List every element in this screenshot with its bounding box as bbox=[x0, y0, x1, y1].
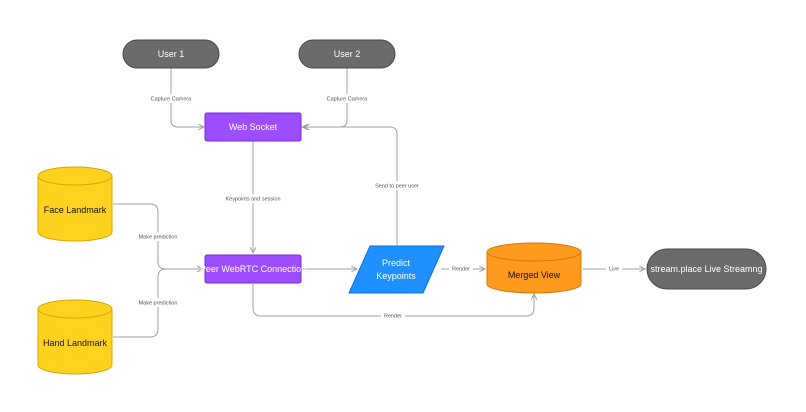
node-predict-label-line2: Keypoints bbox=[376, 271, 416, 281]
edge-label-make-prediction-face: Make prediction bbox=[139, 235, 178, 241]
node-stream-place[interactable]: stream.place Live Streamng bbox=[646, 248, 767, 290]
node-user-2[interactable]: User 2 bbox=[298, 39, 396, 69]
node-merged-view-label: Merged View bbox=[508, 270, 561, 280]
node-hand-landmark[interactable]: Hand Landmark bbox=[37, 299, 113, 375]
edge-label-make-prediction-hand: Make prediction bbox=[139, 301, 178, 307]
node-predict-keypoints[interactable]: Predict Keypoints bbox=[348, 245, 445, 294]
node-peer-webrtc-label: Peer WebRTC Connection bbox=[200, 264, 306, 274]
node-web-socket[interactable]: Web Socket bbox=[204, 112, 302, 142]
edge-label-live: Live bbox=[609, 267, 619, 273]
edge-label-capture-camera-2: Capture Camera bbox=[327, 97, 369, 103]
edges bbox=[113, 67, 645, 338]
node-web-socket-label: Web Socket bbox=[229, 122, 278, 132]
edge-label-render-bottom: Render bbox=[384, 314, 402, 320]
edge-label-send-to-peer: Send to peer user bbox=[375, 184, 419, 190]
node-face-landmark[interactable]: Face Landmark bbox=[37, 166, 113, 242]
node-face-landmark-label: Face Landmark bbox=[44, 205, 107, 215]
node-predict-label-line1: Predict bbox=[382, 258, 411, 268]
node-merged-view[interactable]: Merged View bbox=[486, 242, 582, 294]
node-user-1[interactable]: User 1 bbox=[122, 39, 220, 69]
node-user-1-label: User 1 bbox=[158, 49, 185, 59]
node-peer-webrtc[interactable]: Peer WebRTC Connection bbox=[200, 254, 306, 284]
edge-label-render-predict: Render bbox=[452, 267, 470, 273]
edge-label-keypoints-session: Keypoints and session bbox=[225, 197, 280, 203]
node-user-2-label: User 2 bbox=[334, 49, 361, 59]
node-stream-place-label: stream.place Live Streamng bbox=[650, 264, 762, 274]
edge-label-capture-camera-1: Capture Camera bbox=[151, 97, 193, 103]
edge-predict-to-websocket bbox=[304, 127, 398, 245]
edge-user1-to-websocket bbox=[170, 67, 204, 127]
node-hand-landmark-label: Hand Landmark bbox=[43, 338, 108, 348]
edge-labels: Capture Camera Capture Camera Keypoints … bbox=[137, 94, 622, 320]
